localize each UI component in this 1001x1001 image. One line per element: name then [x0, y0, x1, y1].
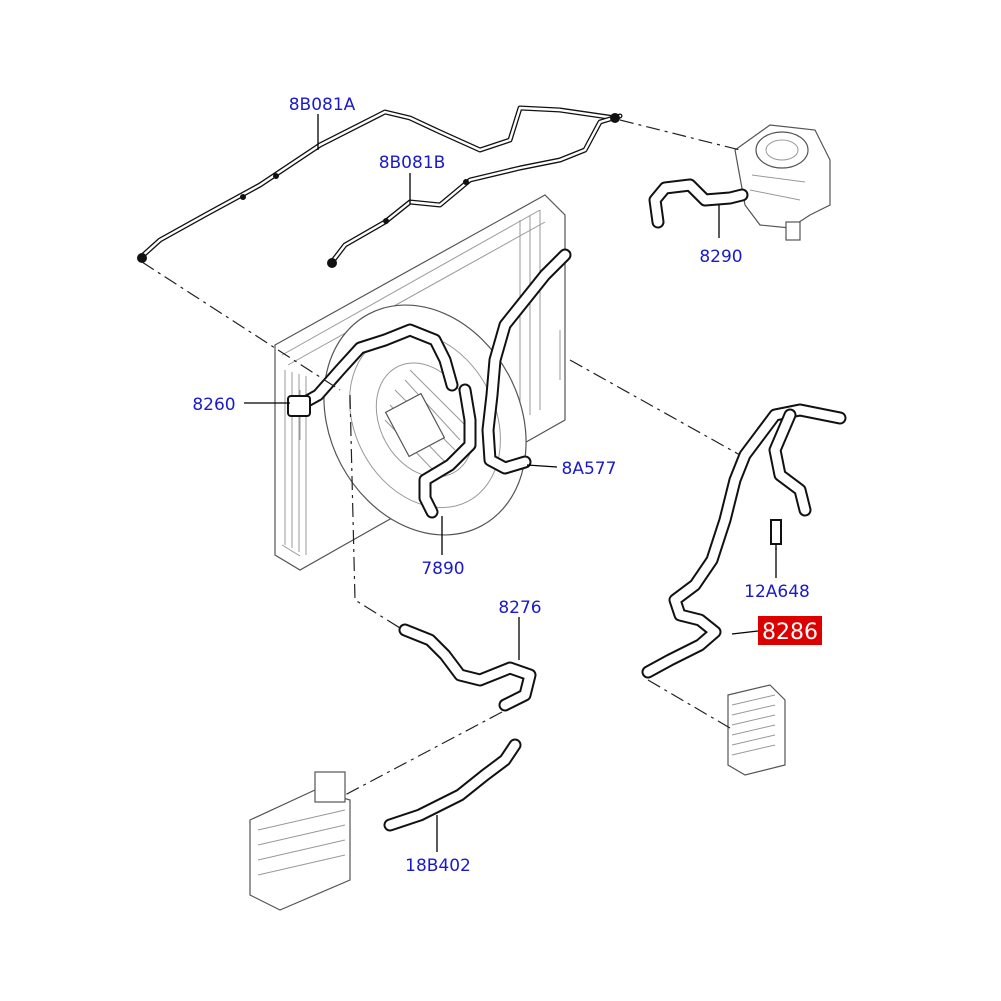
oil-cooler — [727, 684, 786, 776]
hose-8290 — [648, 178, 749, 229]
connection-lines — [141, 119, 741, 796]
hose-8260 — [287, 323, 459, 417]
callout-12a648: 12A648 — [744, 582, 810, 602]
callout-8286: 8286 — [762, 620, 818, 645]
callout-8286-box — [758, 616, 822, 645]
leader-lines — [244, 114, 777, 852]
hose-8286 — [641, 403, 847, 679]
expansion-tank — [734, 124, 831, 241]
callout-8a577: 8A577 — [562, 459, 617, 479]
bleed-pipes — [137, 105, 623, 268]
callout-8260: 8260 — [192, 395, 235, 415]
callout-8290: 8290 — [699, 247, 742, 267]
callout-7890: 7890 — [421, 559, 464, 579]
callouts: 8B081A 8B081B 8290 8260 8A577 7890 12A64… — [192, 95, 822, 876]
charge-air-cooler — [249, 771, 351, 911]
hose-8a577 — [481, 248, 572, 475]
callout-8276: 8276 — [498, 598, 541, 618]
callout-8b081a: 8B081A — [289, 95, 356, 115]
sensor-12a648 — [770, 519, 782, 550]
callout-18b402: 18B402 — [405, 856, 471, 876]
hose-8276 — [398, 623, 537, 712]
callout-8b081b: 8B081B — [379, 153, 446, 173]
hose-7890 — [418, 383, 477, 519]
pipe-18b402 — [383, 738, 522, 832]
radiator-fan-assembly — [274, 194, 566, 571]
